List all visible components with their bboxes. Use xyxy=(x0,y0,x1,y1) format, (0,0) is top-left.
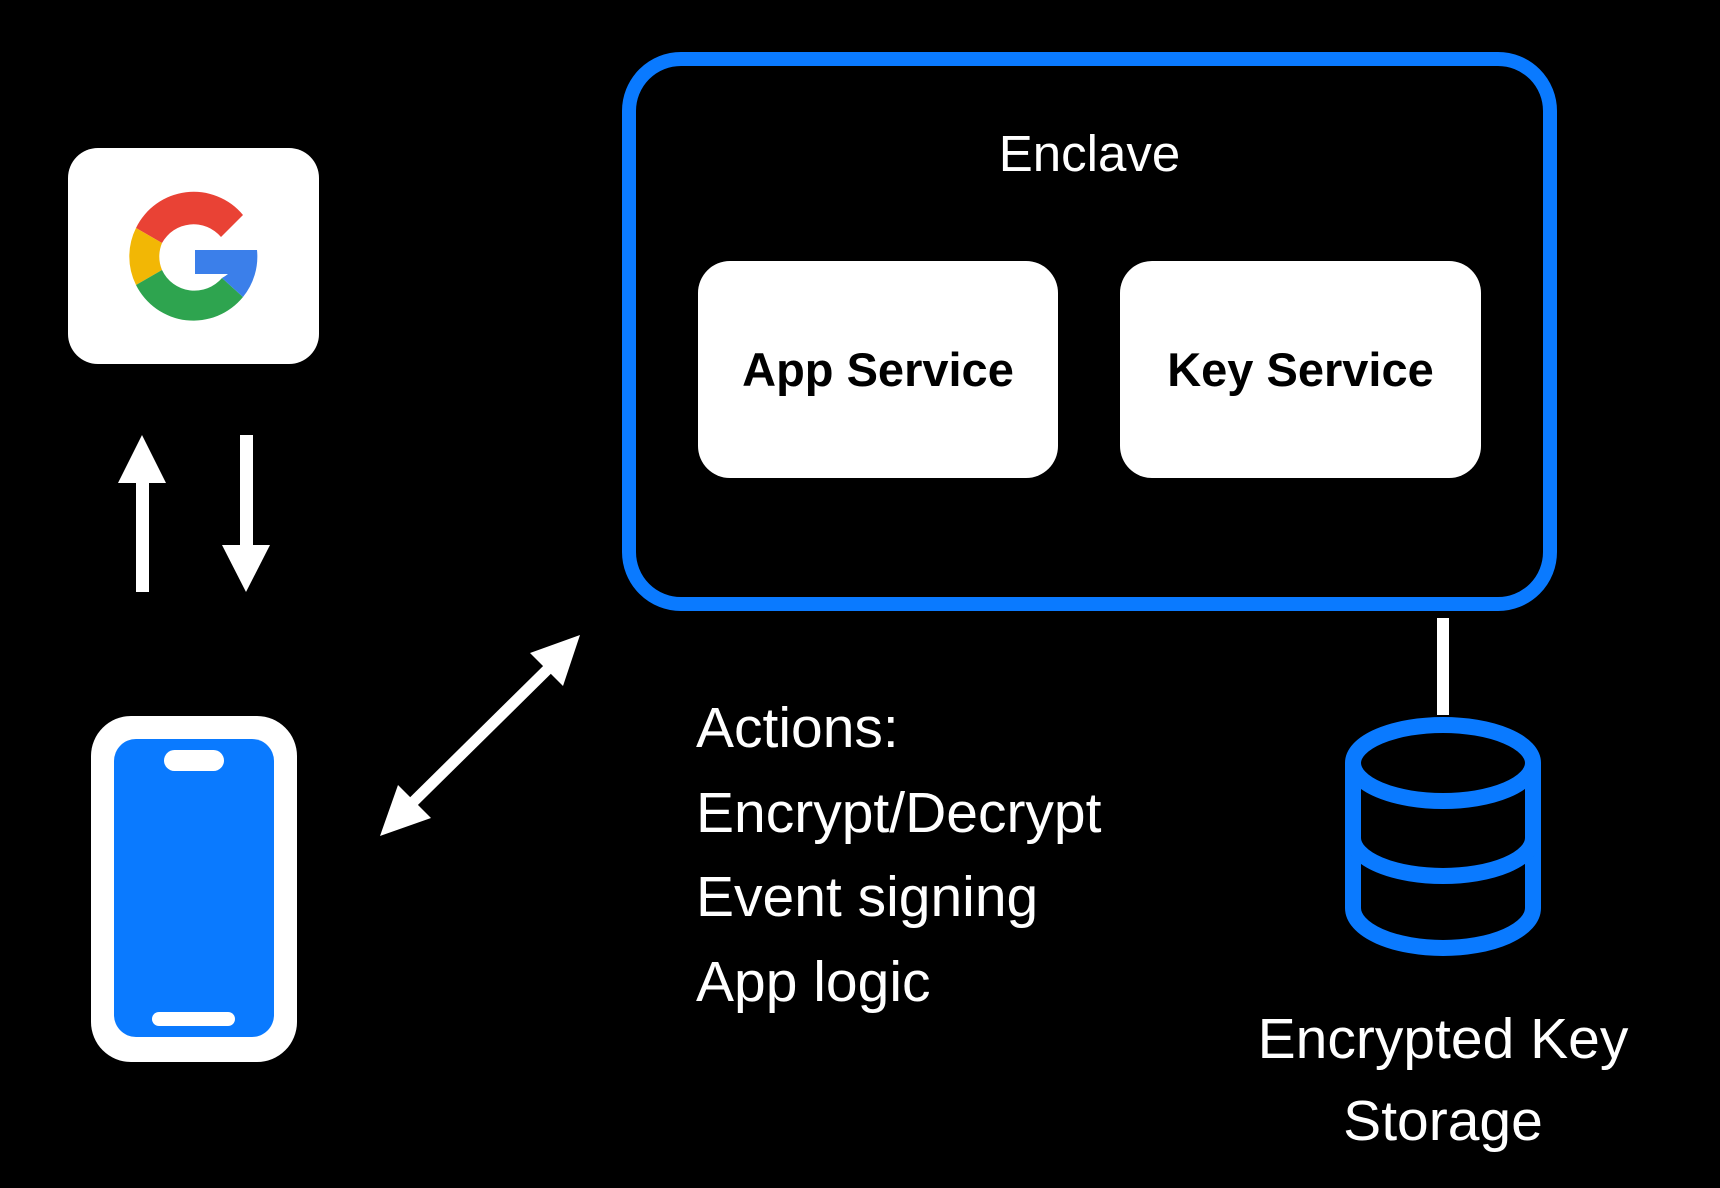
arrow-down-icon xyxy=(222,435,270,592)
storage-label-line1: Encrypted Key xyxy=(1257,1007,1629,1071)
storage-label-line2: Storage xyxy=(1343,1089,1543,1153)
action-item: App logic xyxy=(696,949,931,1014)
arrow-up-icon xyxy=(118,435,166,592)
key-service-box: Key Service xyxy=(1120,261,1481,478)
app-service-box: App Service xyxy=(698,261,1058,478)
enclave-container xyxy=(622,52,1557,611)
database-icon xyxy=(1345,717,1541,956)
action-item: Encrypt/Decrypt xyxy=(696,780,1102,845)
smartphone-icon xyxy=(91,716,297,1062)
storage-connector-line xyxy=(1437,618,1449,715)
bidirectional-arrow-icon xyxy=(380,635,580,836)
actions-heading: Actions: xyxy=(696,696,899,760)
google-identity-provider xyxy=(68,148,319,364)
app-service-label: App Service xyxy=(742,343,1014,396)
key-service-label: Key Service xyxy=(1167,343,1434,396)
action-item: Event signing xyxy=(696,865,1039,929)
actions-list: Actions: Encrypt/Decrypt Event signing A… xyxy=(696,686,1101,1024)
storage-label: Encrypted Key Storage xyxy=(1243,998,1643,1162)
enclave-title: Enclave xyxy=(998,125,1181,182)
google-logo-icon xyxy=(129,191,258,321)
